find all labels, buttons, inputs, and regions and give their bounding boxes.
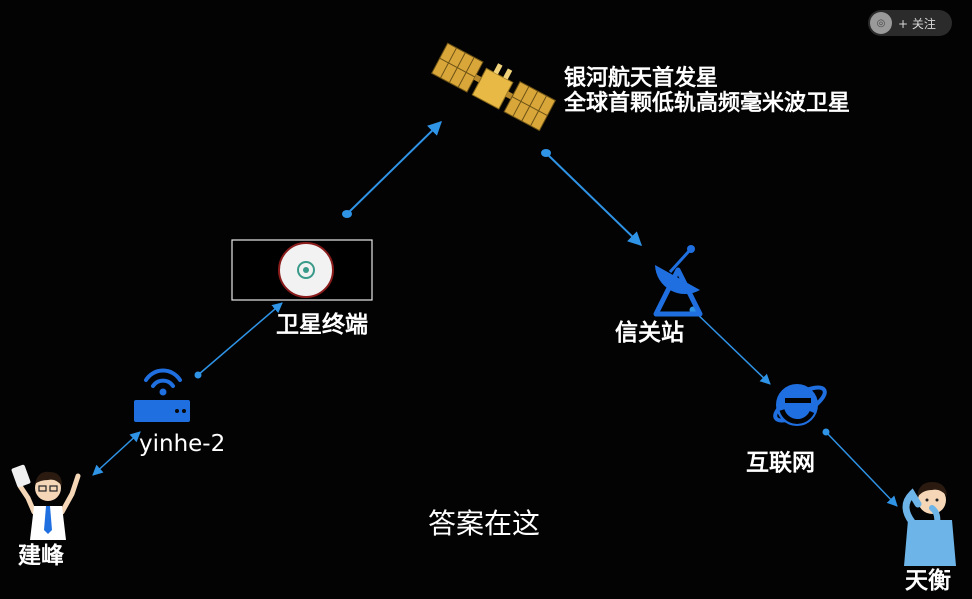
satellite-label-line2: 全球首颗低轨高频毫米波卫星 xyxy=(564,91,851,117)
user-tianheng-icon xyxy=(902,482,956,566)
user-left-label: 建峰 xyxy=(18,543,64,569)
satellite-dish-gateway-icon xyxy=(653,245,703,317)
gateway-label: 信关站 xyxy=(615,320,684,346)
caption: 答案在这 xyxy=(428,507,541,540)
link-terminal-satellite xyxy=(342,121,443,218)
link-internet-user-right xyxy=(822,428,898,507)
user-right-label: 天衡 xyxy=(905,568,951,594)
satellite-label: 银河航天首发星 全球首颗低轨高频毫米波卫星 xyxy=(564,66,850,117)
satellite-terminal-icon xyxy=(231,239,373,301)
wifi-router-icon xyxy=(134,368,190,422)
follow-button[interactable]: ◎ + 关注 xyxy=(868,10,952,36)
router-label: yinhe-2 xyxy=(139,431,226,457)
user-jianfeng-icon xyxy=(11,464,81,540)
satellite-label-line1: 银河航天首发星 xyxy=(564,66,719,91)
internet-explorer-icon xyxy=(773,384,827,426)
link-user-left-router xyxy=(92,431,141,476)
avatar: ◎ xyxy=(870,12,892,34)
follow-label: + 关注 xyxy=(898,16,936,31)
link-satellite-gateway xyxy=(541,149,643,246)
satellite-icon xyxy=(431,42,557,132)
link-router-terminal xyxy=(194,302,283,379)
link-gateway-internet xyxy=(689,306,771,385)
internet-label: 互联网 xyxy=(746,450,815,476)
terminal-label: 卫星终端 xyxy=(276,312,368,338)
